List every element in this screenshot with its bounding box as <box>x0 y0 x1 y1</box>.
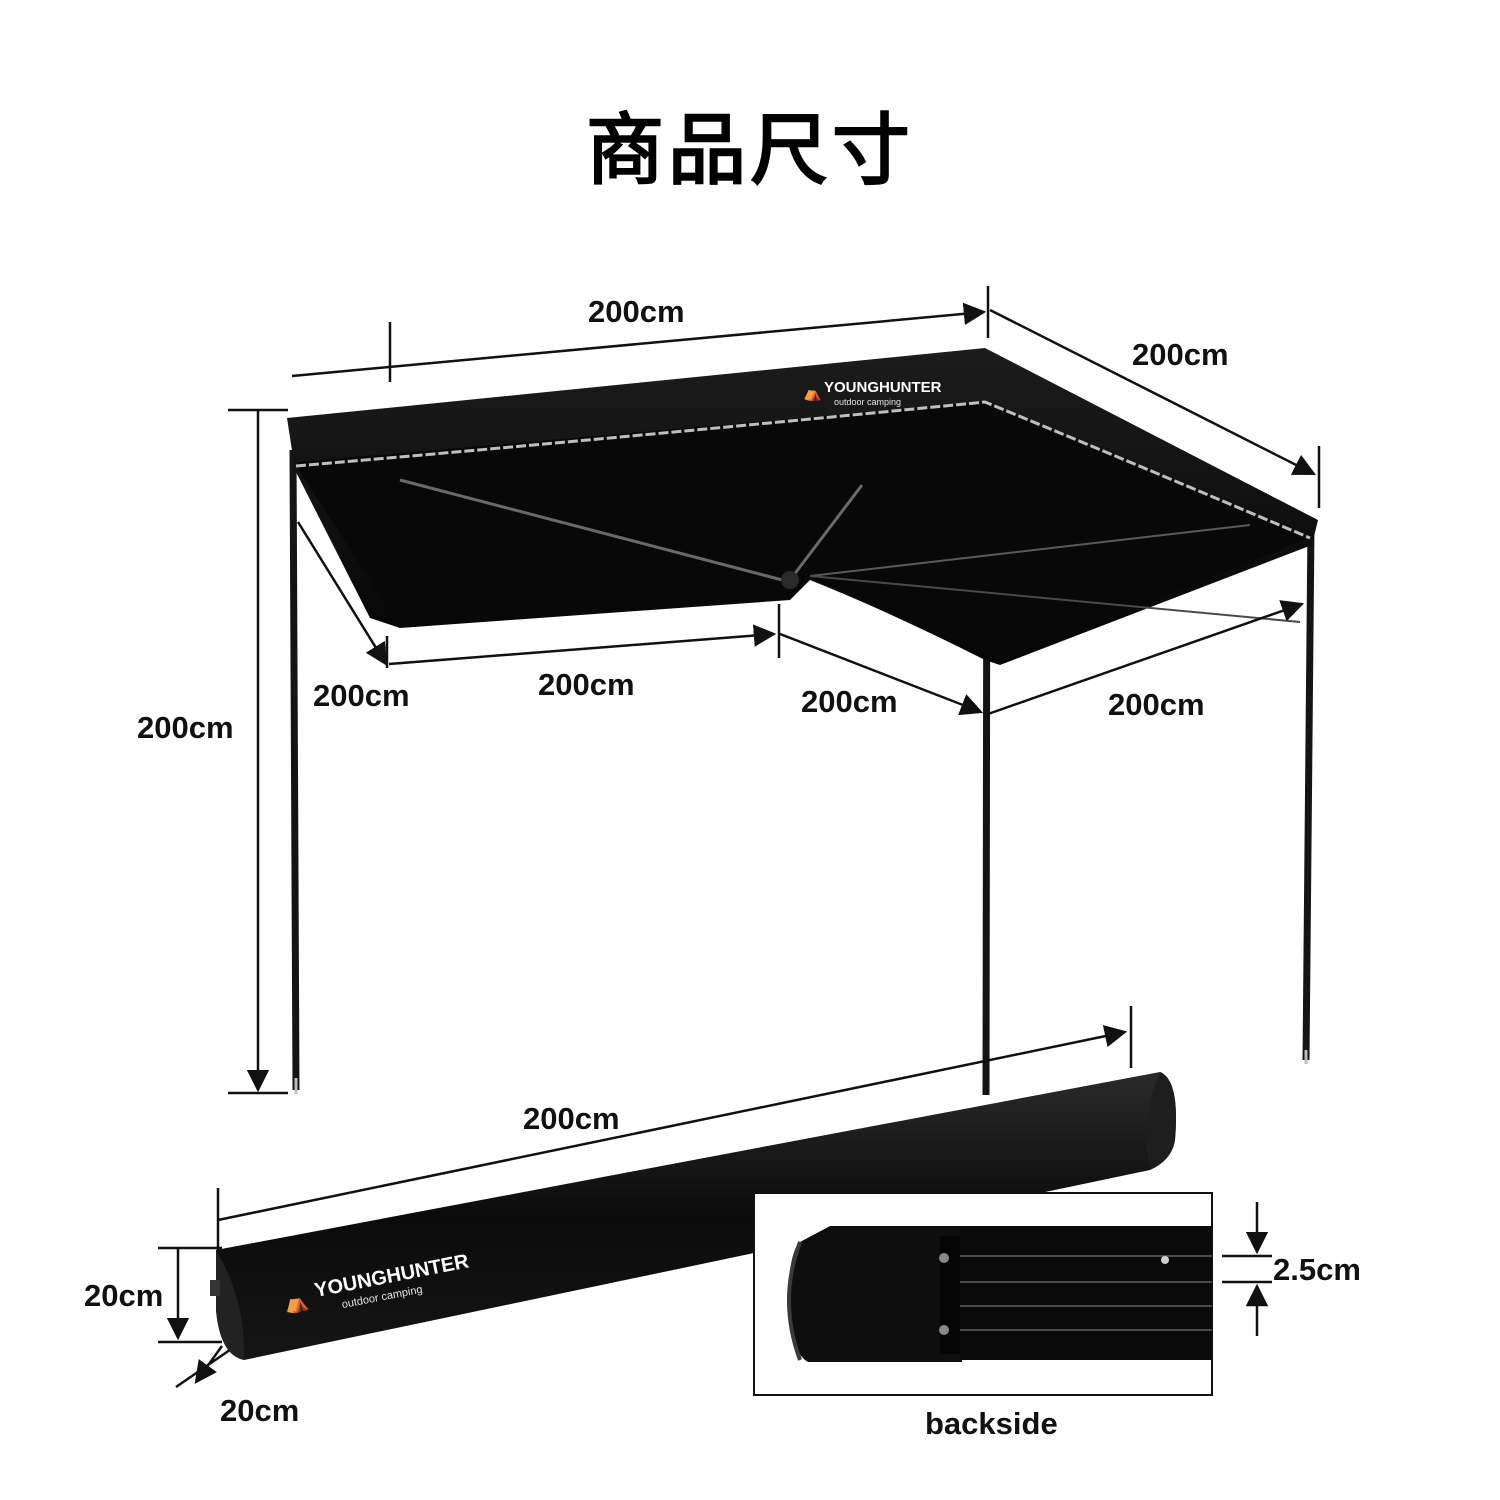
dimension-lines <box>158 286 1321 1389</box>
label-front-mid: 200cm <box>801 684 898 719</box>
label-height: 200cm <box>137 710 234 745</box>
canopy-brand-tagline: outdoor camping <box>834 397 901 407</box>
reflective-trim <box>295 400 1311 540</box>
backside-inset: backside <box>753 1192 1213 1441</box>
canopy-brand-name: YOUNGHUNTER <box>824 379 942 396</box>
pole-left <box>289 449 300 1091</box>
carry-bag: ⛺ YOUNGHUNTER outdoor camping <box>210 1072 1176 1360</box>
label-front-left: 200cm <box>313 678 410 713</box>
label-top-width: 200cm <box>588 294 685 329</box>
logo-icon: ⛺ <box>803 385 822 402</box>
label-front-bottom: 200cm <box>538 667 635 702</box>
label-bag-width: 20cm <box>220 1393 299 1428</box>
pole-right <box>1302 524 1315 1061</box>
label-bag-length: 200cm <box>523 1101 620 1136</box>
label-rail-height: 2.5cm <box>1273 1252 1361 1287</box>
awning: ⛺ YOUNGHUNTER outdoor camping <box>287 348 1318 1096</box>
inset-label: backside <box>925 1406 1058 1441</box>
canopy-logo: ⛺ YOUNGHUNTER outdoor camping <box>803 379 942 407</box>
label-bag-height: 20cm <box>84 1278 163 1313</box>
label-front-right: 200cm <box>1108 687 1205 722</box>
page-title: 商品尺寸 <box>585 106 914 196</box>
label-top-depth: 200cm <box>1132 337 1229 372</box>
logo-icon: ⛺ <box>282 1290 311 1316</box>
mounting-rail-panel <box>960 1226 1212 1360</box>
dimension-labels: 200cm 200cm 200cm 200cm 200cm 200cm 200c… <box>84 294 1361 1428</box>
